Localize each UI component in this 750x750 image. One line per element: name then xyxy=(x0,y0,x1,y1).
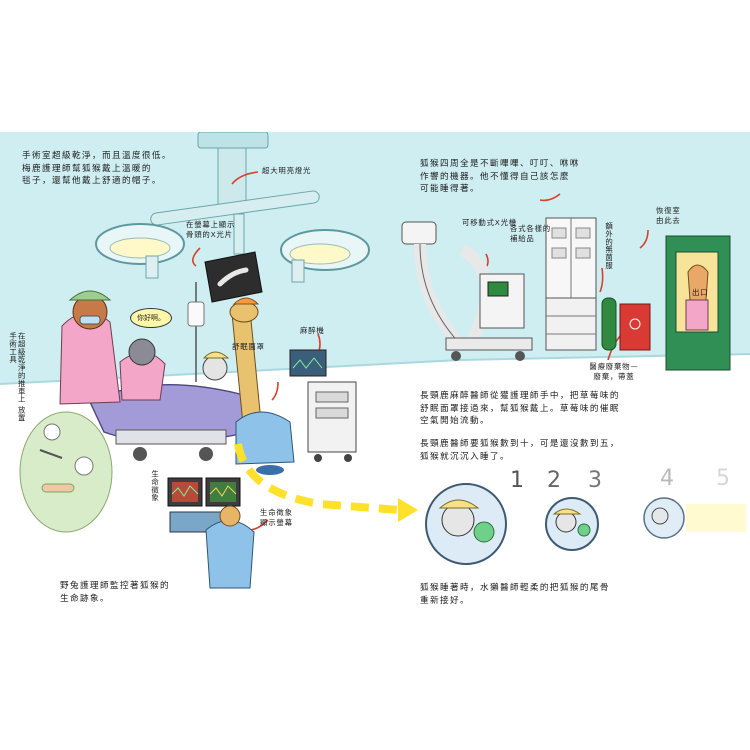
count-number-5: 5 xyxy=(716,466,730,491)
medical-waste-bin xyxy=(619,303,651,351)
text-bottom-right: 狐猴睡著時，水獺醫師輕柔的把狐猴的尾骨 重新接好。 xyxy=(420,583,610,606)
label-breathing-vertical: 生命徵象 xyxy=(150,470,160,502)
label-vital-monitor: 生命徵象 顯示螢幕 xyxy=(260,508,293,527)
mobile-xray-machine xyxy=(401,221,533,361)
surgical-lights xyxy=(95,132,370,283)
label-lights: 超大明亮燈光 xyxy=(262,166,312,175)
text-mid-right-1: 長頸鹿麻醉醫師從獾護理師手中，把草莓味的 舒眠面罩接過來，幫狐猴戴上。草莓味的催… xyxy=(420,391,620,426)
label-exit: 出口 xyxy=(692,288,709,297)
giraffe-doctor xyxy=(229,297,295,475)
anesthesia-machine xyxy=(289,349,357,462)
label-supplies: 各式各樣的 補給品 xyxy=(510,224,551,243)
operating-room-scene xyxy=(0,132,750,622)
rabbit-nurse xyxy=(205,505,255,589)
instrument-tray xyxy=(19,411,113,533)
supply-cabinet xyxy=(545,217,597,351)
badger-nurse xyxy=(59,290,121,405)
raccoon-assistant xyxy=(119,338,166,401)
oxygen-tank xyxy=(601,297,617,351)
book-spread-illustration: 手術室超級乾淨，而且溫度很低。 梅鹿護理師幫狐猴戴上溫暖的 毯子，還幫他戴上舒適… xyxy=(0,132,750,622)
label-tools-vertical: 在超級乾淨的推車上 放置手術工具 xyxy=(8,332,27,422)
label-mobile-xray: 可移動式X光機 xyxy=(462,218,518,227)
label-mask: 舒眠面罩 xyxy=(232,342,265,351)
count-number-4: 4 xyxy=(660,466,674,491)
iv-pole xyxy=(187,282,205,382)
speech-bubble: 你好啊。 xyxy=(130,308,172,328)
text-top-left: 手術室超級乾淨，而且溫度很低。 梅鹿護理師幫狐猴戴上溫暖的 毯子，還幫他戴上舒適… xyxy=(22,151,172,186)
xray-screen xyxy=(204,251,263,303)
text-bottom-left: 野兔護理師監控著狐猴的 生命跡象。 xyxy=(60,581,170,604)
label-sterile-vertical: 額外的無菌服 xyxy=(604,222,614,270)
label-recovery: 恢復室 由此去 xyxy=(656,206,681,225)
count-sequence xyxy=(425,483,746,565)
text-mid-right-2: 長頸鹿醫師要狐猴數到十，可是還沒數到五， 狐猴就沉沉入睡了。 xyxy=(420,439,620,462)
lemur-patient xyxy=(202,351,230,381)
count-number-1: 1 xyxy=(510,468,524,493)
count-number-2: 2 xyxy=(547,468,561,493)
label-xray-screen: 在螢幕上顯示 骨頭的X光片 xyxy=(186,220,236,239)
text-top-right: 狐猴四周全是不斷嗶嗶、叮叮、咻咻 作響的機器。他不懂得自己該怎麼 可能睡得著。 xyxy=(420,159,580,194)
yellow-dashed-arrow xyxy=(234,443,418,522)
count-number-3: 3 xyxy=(588,468,602,493)
recovery-door xyxy=(665,235,731,371)
label-waste: 醫療廢棄物— 廢棄，帶蓋 xyxy=(589,362,639,381)
label-anesthesia-machine: 麻醉機 xyxy=(300,326,325,335)
